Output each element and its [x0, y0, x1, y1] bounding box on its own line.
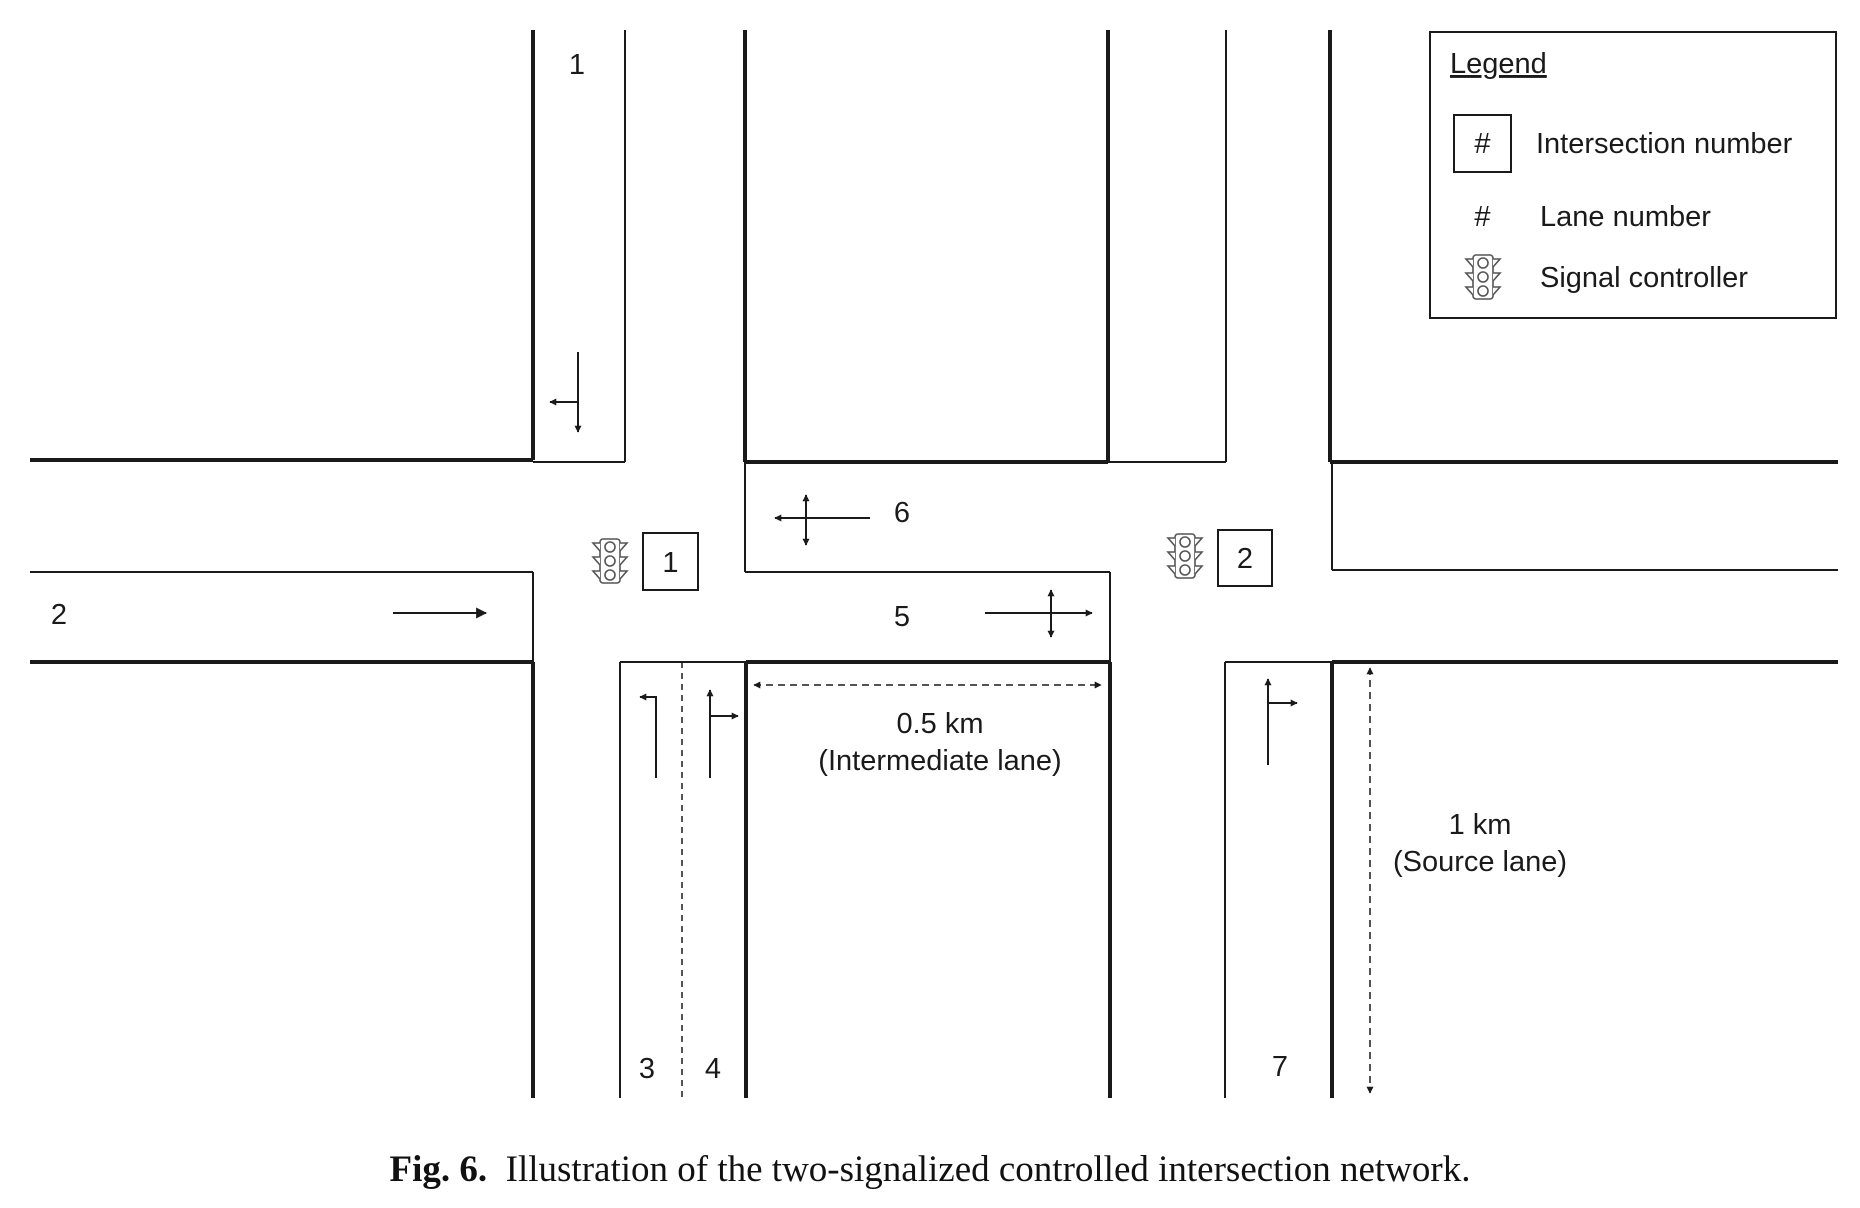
lane-7-arrow-icon [1264, 678, 1298, 765]
road-edges [30, 30, 1838, 1098]
legend-lane-symbol: # [1474, 201, 1490, 233]
source-note-label: (Source lane) [1393, 846, 1567, 878]
signal-controller-icon [591, 538, 629, 584]
lane-7-label: 7 [1272, 1051, 1288, 1083]
legend-intersection-label: Intersection number [1536, 128, 1793, 160]
legend-title: Legend [1450, 48, 1547, 80]
lane-6-label: 6 [894, 497, 910, 529]
lane-5-label: 5 [894, 601, 910, 633]
figure-caption: Fig. 6. Illustration of the two-signaliz… [0, 1148, 1860, 1191]
legend: Legend # Intersection number # Lane numb… [1429, 31, 1837, 319]
legend-box [1429, 31, 1837, 319]
legend-signal-label: Signal controller [1540, 262, 1748, 294]
intersection-1-box [642, 532, 699, 591]
lane-1-arrow-icon [549, 352, 582, 433]
intersection-2-number: 2 [1237, 543, 1253, 575]
intersection-2-box [1217, 529, 1273, 587]
lane-3-arrow-icon [639, 693, 657, 778]
lane-arrows [393, 352, 1298, 778]
intermediate-length-label: 0.5 km [896, 708, 983, 740]
lane-4-label: 4 [705, 1053, 721, 1085]
lane-6-arrow-icon [774, 494, 870, 546]
intersection-1-number: 1 [662, 547, 678, 579]
signal-controller-icon [1166, 533, 1204, 579]
intermediate-note-label: (Intermediate lane) [818, 745, 1061, 777]
lane-3-label: 3 [639, 1053, 655, 1085]
lane-5-arrow-icon [985, 589, 1093, 638]
source-length-label: 1 km [1449, 809, 1512, 841]
legend-intersection-box [1453, 114, 1512, 173]
lane-2-label: 2 [51, 599, 67, 631]
figure-caption-text: Illustration of the two-signalized contr… [505, 1149, 1471, 1190]
legend-lane-label: Lane number [1540, 201, 1711, 233]
legend-intersection-symbol: # [1474, 128, 1490, 160]
lane-1-label: 1 [569, 49, 585, 81]
figure-caption-prefix: Fig. 6. [389, 1149, 488, 1190]
lane-4-arrow-icon [706, 689, 739, 778]
legend-signal-controller-icon [1464, 254, 1502, 300]
